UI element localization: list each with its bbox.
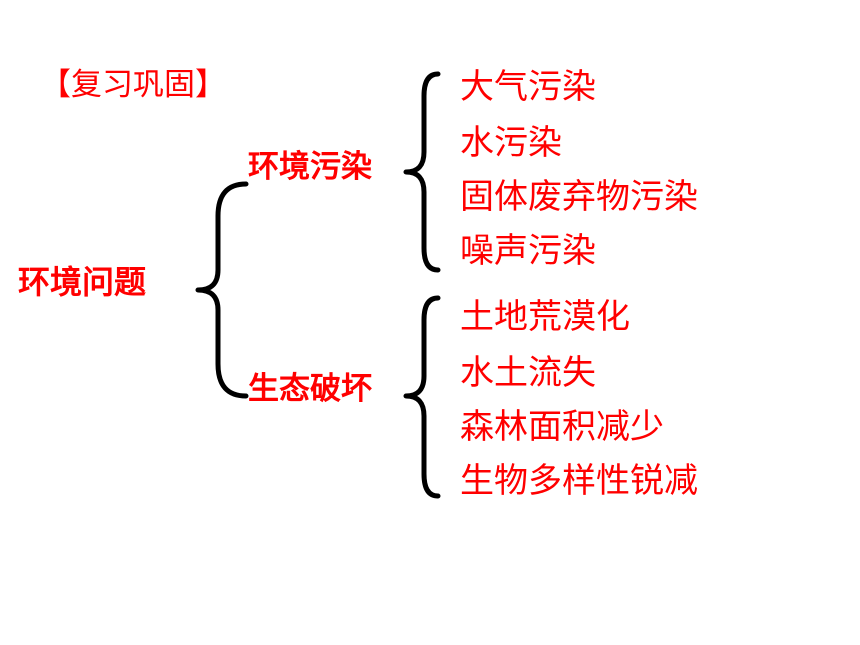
leaf-biodiversity-loss: 生物多样性锐减: [460, 461, 698, 501]
leaf-desertification: 土地荒漠化: [460, 297, 630, 337]
leaf-forest-reduction: 森林面积减少: [460, 407, 664, 447]
pollution-brace: [403, 71, 441, 273]
leaf-air-pollution: 大气污染: [460, 67, 596, 107]
root-brace: [195, 181, 249, 399]
leaf-soil-erosion: 水土流失: [460, 353, 596, 393]
branch-node-ecological-destruction: 生态破坏: [248, 371, 372, 407]
branch-node-environmental-pollution: 环境污染: [248, 149, 372, 185]
leaf-water-pollution: 水污染: [460, 123, 562, 163]
destruction-brace: [403, 295, 441, 499]
leaf-noise-pollution: 噪声污染: [460, 231, 596, 271]
leaf-solid-waste-pollution: 固体废弃物污染: [460, 177, 698, 217]
root-node-environmental-issues: 环境问题: [18, 263, 147, 301]
review-title: 【复习巩固】: [40, 67, 226, 103]
